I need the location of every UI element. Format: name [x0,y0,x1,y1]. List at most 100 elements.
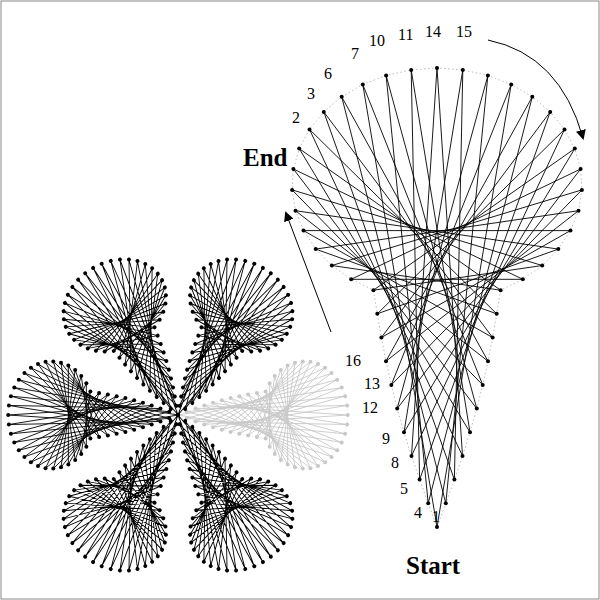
pin-dot [187,466,192,471]
pin-dot [141,401,145,405]
pin-dot [268,554,273,559]
pin-dot [426,501,430,505]
pin-dot [289,508,294,513]
callout-number: 4 [414,505,422,521]
pin-dot [395,407,399,411]
pin-dot [260,559,265,564]
pin-dot [90,265,95,270]
pin-dot [220,398,224,402]
pin-dot [202,422,206,426]
callout-number: 14 [425,24,441,40]
callout-number: 1 [432,509,440,525]
thread-lines [47,241,225,442]
pin-dot [65,292,70,297]
pin-dot [580,188,584,192]
pin-dot [158,483,163,488]
pin-dot [190,475,195,480]
pin-dot [435,525,439,529]
pin-dot [111,348,116,353]
pin-dot [188,301,193,306]
pin-dot [117,355,122,360]
pin-dot [172,394,177,399]
thread-lines [47,388,225,589]
pin-dot [530,95,534,99]
pin-dot [288,500,293,505]
pin-dot [330,371,334,375]
pin-dot [73,368,77,372]
pin-dot [268,445,272,449]
pin-dot [135,566,140,571]
pin-dot [143,261,148,266]
pin-dot [75,277,80,282]
pin-dot [301,359,305,363]
pin-dot [162,540,167,545]
pin-dot [323,366,327,370]
pin-dot [135,258,140,263]
pin-dot [234,355,239,360]
pin-dot [84,381,88,385]
pin-dot [134,375,139,380]
pin-dot [349,277,353,281]
pin-dot [123,396,127,400]
pin-dot [176,413,180,417]
pin-dot [161,400,166,405]
pin-dot [264,389,268,393]
pin-dot [279,487,284,492]
pin-dot [323,460,327,464]
pin-dot [237,394,241,398]
pin-dot [340,95,344,99]
pin-dot [12,440,16,444]
pin-dot [132,398,136,402]
pin-dot [123,430,127,434]
pin-dot [170,440,175,445]
pin-dot [159,547,164,552]
pin-dot [147,437,152,442]
pin-dot [384,73,388,77]
flower-pattern [6,238,350,591]
pin-dot [158,419,162,423]
pin-dot [178,431,183,436]
pin-dot [281,284,286,289]
pin-dot [158,341,163,346]
pin-dot [257,348,262,353]
pin-dot [202,404,206,408]
pin-dot [229,430,233,434]
pin-dot [540,264,544,268]
callout-number: 12 [362,400,378,416]
pin-dot [257,477,262,482]
pin-dot [499,288,503,292]
callout-number: 11 [398,27,413,43]
pin-dot [117,568,122,573]
pin-dot [149,559,154,564]
pin-dot [99,564,104,569]
pin-dot [246,392,250,396]
pin-dot [141,443,146,448]
pin-dot [194,317,199,322]
petal-pattern [290,66,584,529]
outline-dots [47,388,225,589]
pin-dot [288,524,293,529]
pin-dot [452,478,456,482]
pin-dot [210,382,215,387]
pin-dot [188,524,193,529]
pin-dot [275,548,280,553]
pin-dot [22,371,26,375]
pin-dot [188,540,193,545]
pin-dot [51,467,55,471]
pin-dot [222,456,227,461]
pin-dot [182,418,187,423]
pin-dot [486,359,490,363]
pin-dot [264,437,268,441]
callout-number: 3 [307,86,315,102]
pin-dot [63,500,68,505]
pin-dot [155,333,160,338]
pin-dot [203,437,208,442]
pin-dot [293,465,297,469]
pin-dot [63,324,68,329]
pin-dot [99,261,104,266]
pin-dot [88,437,92,441]
pin-dot [266,346,271,351]
pin-dot [51,359,55,363]
pin-dot [168,406,173,411]
pin-dot [166,367,171,372]
